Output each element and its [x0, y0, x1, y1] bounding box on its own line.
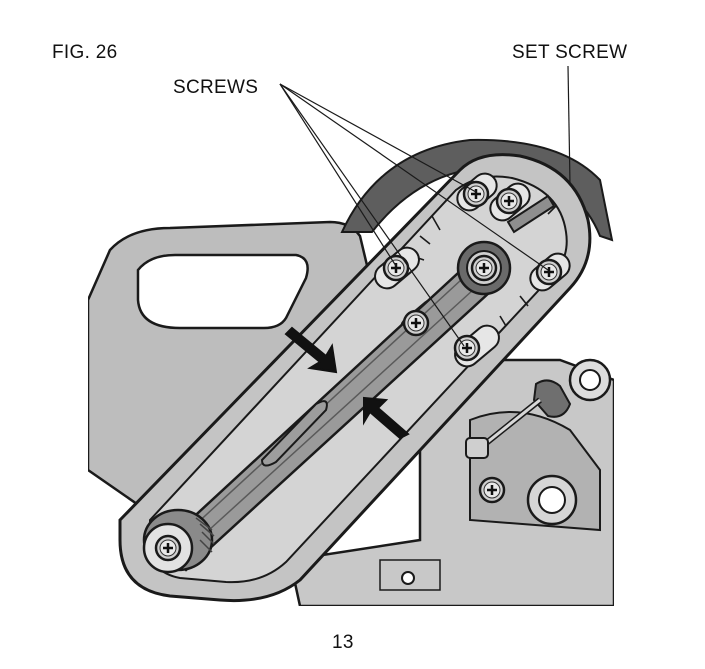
screws-callout: SCREWS	[173, 77, 259, 98]
arrow-up-icon	[363, 396, 410, 440]
set-screw-callout: SET SCREW	[512, 42, 628, 63]
knob	[532, 379, 572, 418]
page-number: 13	[332, 632, 354, 653]
arrow-down-icon	[284, 326, 338, 374]
handle-opening	[136, 253, 309, 330]
callout-lines	[279, 65, 571, 347]
figure-label: FIG. 26	[52, 42, 118, 63]
